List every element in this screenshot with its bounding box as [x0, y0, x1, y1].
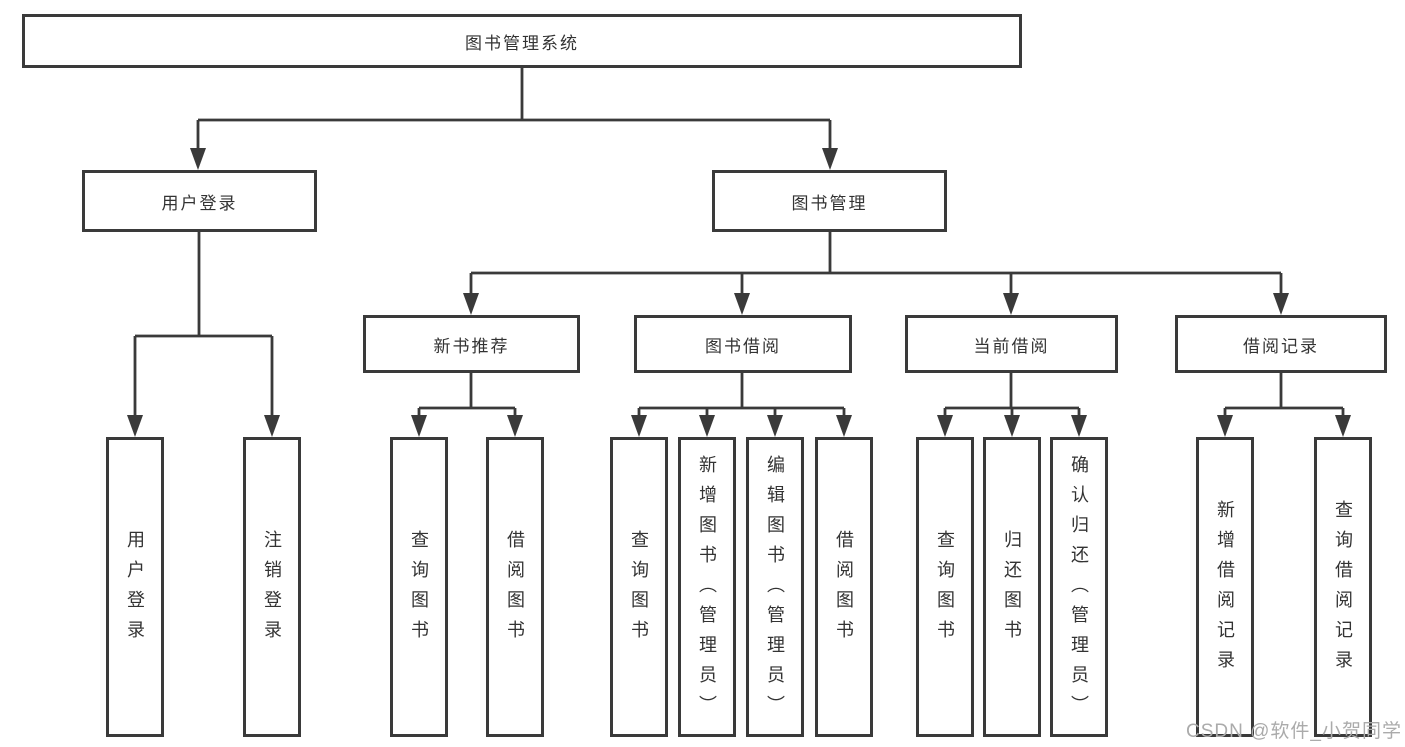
leaf-user-login: 用户登录: [106, 437, 164, 737]
arrow-down-icon: [1217, 415, 1233, 437]
connector-bookborrow-branch: [637, 373, 846, 419]
leaf-edit-book-admin: 编辑图书（管理员）: [746, 437, 804, 737]
node-book-borrow: 图书借阅: [634, 315, 852, 373]
connector-root-to-level2: [196, 68, 832, 150]
csdn-watermark: CSDN @软件_小贺同学: [1186, 721, 1402, 742]
connector-newbooks-branch: [417, 373, 517, 419]
leaf-confirm-return-admin: 确认归还（管理员）: [1050, 437, 1108, 737]
arrow-down-icon: [190, 148, 206, 170]
connector-management-branch: [469, 232, 1283, 296]
arrow-down-icon: [822, 148, 838, 170]
arrow-down-icon: [836, 415, 852, 437]
arrow-down-icon: [127, 415, 143, 437]
node-root-library-system: 图书管理系统: [22, 14, 1022, 68]
arrow-down-icon: [767, 415, 783, 437]
arrow-down-icon: [937, 415, 953, 437]
leaf-borrow-books-2: 借阅图书: [815, 437, 873, 737]
arrow-down-icon: [1003, 293, 1019, 315]
connector-login-branch: [133, 232, 274, 419]
arrow-down-icon: [699, 415, 715, 437]
leaf-add-borrow-record: 新增借阅记录: [1196, 437, 1254, 737]
arrow-down-icon: [1004, 415, 1020, 437]
arrow-down-icon: [1071, 415, 1087, 437]
connector-records-branch: [1223, 373, 1345, 419]
connector-currentborrow-branch: [943, 373, 1081, 419]
leaf-query-books-1: 查询图书: [390, 437, 448, 737]
arrow-down-icon: [507, 415, 523, 437]
arrow-down-icon: [734, 293, 750, 315]
node-book-management: 图书管理: [712, 170, 947, 232]
arrow-down-icon: [631, 415, 647, 437]
node-new-book-recommend: 新书推荐: [363, 315, 580, 373]
arrow-down-icon: [264, 415, 280, 437]
leaf-query-borrow-record: 查询借阅记录: [1314, 437, 1372, 737]
arrow-down-icon: [411, 415, 427, 437]
leaf-query-books-2: 查询图书: [610, 437, 668, 737]
leaf-borrow-books-1: 借阅图书: [486, 437, 544, 737]
leaf-add-book-admin: 新增图书（管理员）: [678, 437, 736, 737]
arrow-down-icon: [463, 293, 479, 315]
node-borrow-records: 借阅记录: [1175, 315, 1387, 373]
leaf-logout: 注销登录: [243, 437, 301, 737]
node-current-borrow: 当前借阅: [905, 315, 1118, 373]
arrow-down-icon: [1273, 293, 1289, 315]
arrow-down-icon: [1335, 415, 1351, 437]
leaf-query-books-3: 查询图书: [916, 437, 974, 737]
node-user-login: 用户登录: [82, 170, 317, 232]
leaf-return-book: 归还图书: [983, 437, 1041, 737]
